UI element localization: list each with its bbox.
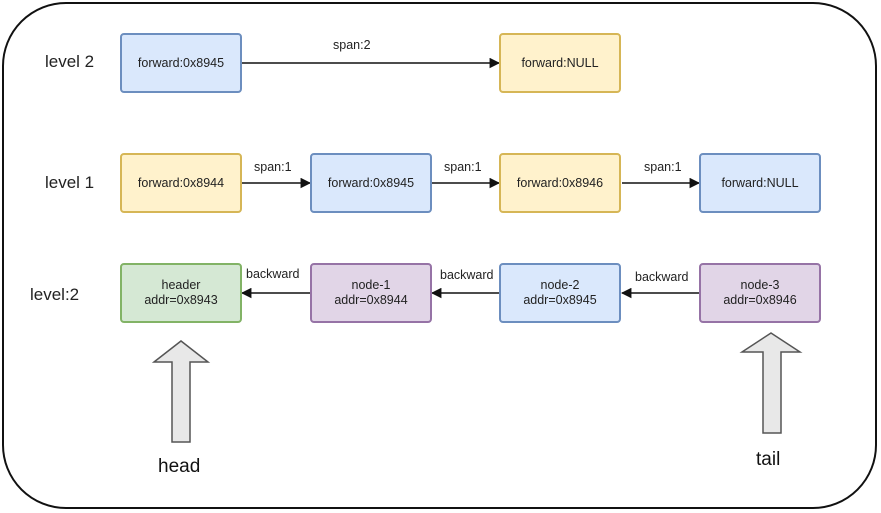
node-name: node-1 — [351, 278, 391, 292]
level2-forward-box: forward:0x8945 — [120, 33, 242, 93]
level1-forward-text: forward:0x8946 — [516, 175, 604, 190]
level1-forward-box: forward:0x8944 — [120, 153, 242, 213]
node-addr: addr=0x8945 — [523, 293, 597, 307]
level1-span-label: span:1 — [254, 160, 292, 174]
node-name: header — [161, 278, 201, 292]
level1-forward-null-text: forward:NULL — [721, 175, 799, 190]
node-addr: addr=0x8943 — [144, 293, 218, 307]
node-3-box: node-3 addr=0x8946 — [699, 263, 821, 323]
level1-span-label: span:1 — [444, 160, 482, 174]
node-1-box: node-1 addr=0x8944 — [310, 263, 432, 323]
level2-span-label: span:2 — [333, 38, 371, 52]
backward-label: backward — [635, 270, 689, 284]
node-addr: addr=0x8946 — [723, 293, 797, 307]
node-2-box: node-2 addr=0x8945 — [499, 263, 621, 323]
level1-forward-text: forward:0x8945 — [327, 175, 415, 190]
level-1-label: level 1 — [45, 173, 95, 192]
node-addr: addr=0x8944 — [334, 293, 408, 307]
level1-span-label: span:1 — [644, 160, 682, 174]
node-level-label: level:2 — [30, 285, 80, 304]
level2-forward-null-box: forward:NULL — [499, 33, 621, 93]
tail-up-arrow — [739, 332, 803, 434]
node-name: node-3 — [740, 278, 780, 292]
node-name: node-2 — [540, 278, 580, 292]
level2-forward-null-text: forward:NULL — [521, 55, 599, 70]
level1-forward-text: forward:0x8944 — [137, 175, 225, 190]
level1-forward-null-box: forward:NULL — [699, 153, 821, 213]
head-up-arrow — [151, 340, 211, 443]
level1-forward-box: forward:0x8946 — [499, 153, 621, 213]
level1-forward-box: forward:0x8945 — [310, 153, 432, 213]
level-2-label: level 2 — [45, 52, 95, 71]
level2-forward-text: forward:0x8945 — [137, 55, 225, 70]
backward-label: backward — [440, 268, 494, 282]
header-node: header addr=0x8943 — [120, 263, 242, 323]
head-label: head — [158, 456, 201, 477]
tail-label: tail — [756, 449, 781, 470]
backward-label: backward — [246, 267, 300, 281]
